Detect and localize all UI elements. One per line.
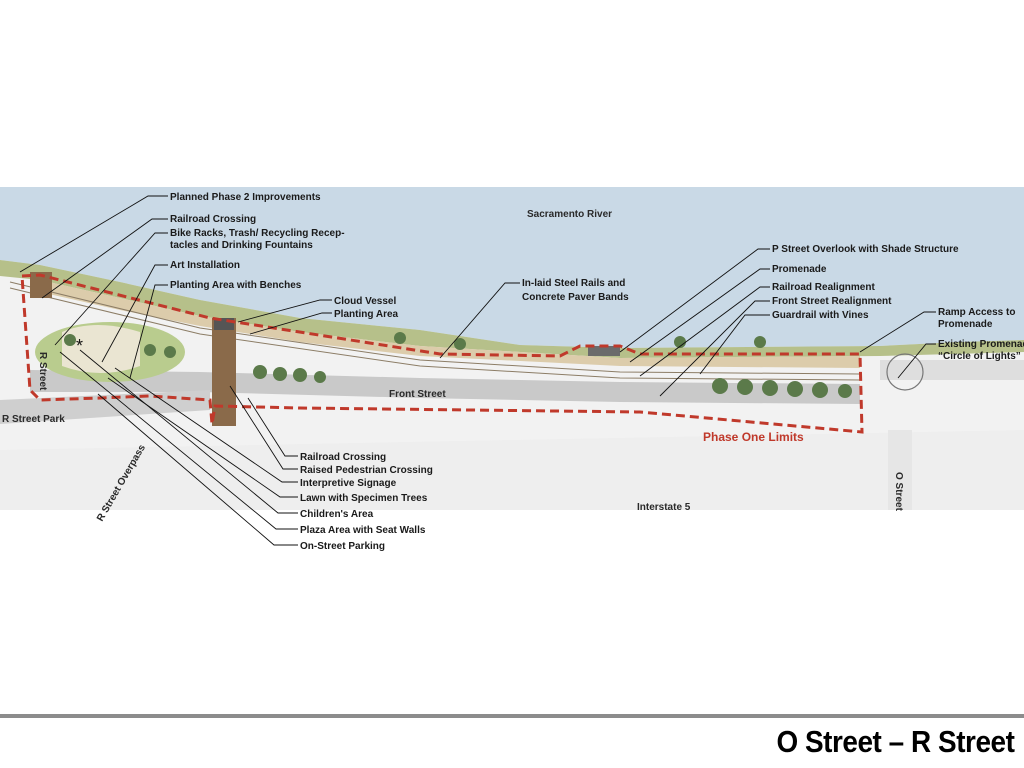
callout-promenade: Promenade: [772, 264, 827, 275]
callout-existing-promenade-line1: Existing Promenade: [938, 339, 1024, 350]
callout-bike-racks-line2: tacles and Drinking Fountains: [170, 240, 313, 251]
site-plan-diagram: Sacramento River Front Street R Street R…: [0, 187, 1024, 552]
callout-planting-benches: Planting Area with Benches: [170, 280, 302, 291]
callout-ramp-access-line2: Promenade: [938, 319, 993, 330]
callout-bike-racks-line1: Bike Racks, Trash/ Recycling Recep-: [170, 228, 345, 239]
callout-interpretive-signage: Interpretive Signage: [300, 478, 397, 489]
callout-raised-ped-crossing: Raised Pedestrian Crossing: [300, 465, 433, 476]
callout-ramp-access-line1: Ramp Access to: [938, 307, 1015, 318]
callout-cloud-vessel: Cloud Vessel: [334, 296, 396, 307]
riverbank-vegetation: [0, 260, 1024, 358]
p-street-overlook: [588, 346, 620, 356]
plaza-area: [62, 325, 140, 373]
front-street-road: [30, 370, 860, 404]
i5-road: [0, 430, 1024, 510]
callout-inlaid-rails-line1: In-laid Steel Rails and: [522, 278, 625, 289]
callout-planting-area: Planting Area: [334, 309, 399, 320]
callout-front-street-realignment: Front Street Realignment: [772, 296, 892, 307]
r-street-park-label: R Street Park: [2, 414, 65, 425]
callout-p-street-overlook: P Street Overlook with Shade Structure: [772, 244, 959, 255]
o-street-road: [880, 360, 1024, 380]
river-label: Sacramento River: [527, 209, 612, 220]
o-street-vertical: [888, 430, 912, 510]
footer-rule: [0, 714, 1024, 718]
callout-planned-phase2: Planned Phase 2 Improvements: [170, 192, 321, 203]
callout-guardrail-vines: Guardrail with Vines: [772, 310, 869, 321]
callout-art-installation: Art Installation: [170, 260, 240, 271]
callout-railroad-crossing: Railroad Crossing: [300, 452, 386, 463]
leader-lines: [19, 195, 936, 546]
phase-one-limits-boundary: [20, 273, 864, 434]
circle-of-lights: [886, 353, 924, 391]
asterisk-marker: *: [76, 336, 83, 356]
callout-childrens-area: Children's Area: [300, 509, 374, 520]
callout-railroad-crossing-top: Railroad Crossing: [170, 214, 256, 225]
o-street-label: O Street: [893, 472, 904, 512]
promenade-area: [40, 280, 860, 368]
street-trees: [64, 332, 852, 398]
railroad-crossing-right: [212, 318, 236, 426]
callout-existing-promenade-line2: “Circle of Lights”: [938, 351, 1021, 362]
callout-lawn-trees: Lawn with Specimen Trees: [300, 493, 428, 504]
interstate-label: Interstate 5: [637, 502, 691, 513]
slide-title: O Street – R Street: [776, 724, 1014, 759]
callout-on-street-parking: On-Street Parking: [300, 541, 385, 552]
r-street-road: [0, 390, 210, 424]
rail-lines: [9, 281, 861, 381]
phase-one-limits-label: Phase One Limits: [703, 430, 804, 444]
railroad-crossing-left: [30, 272, 52, 298]
callout-railroad-realignment: Railroad Realignment: [772, 282, 875, 293]
callout-inlaid-rails-line2: Concrete Paver Bands: [522, 292, 629, 303]
callout-plaza-seat-walls: Plaza Area with Seat Walls: [300, 525, 426, 536]
front-street-label: Front Street: [389, 389, 446, 400]
river-area: [0, 187, 1024, 348]
r-street-label: R Street: [37, 352, 48, 391]
